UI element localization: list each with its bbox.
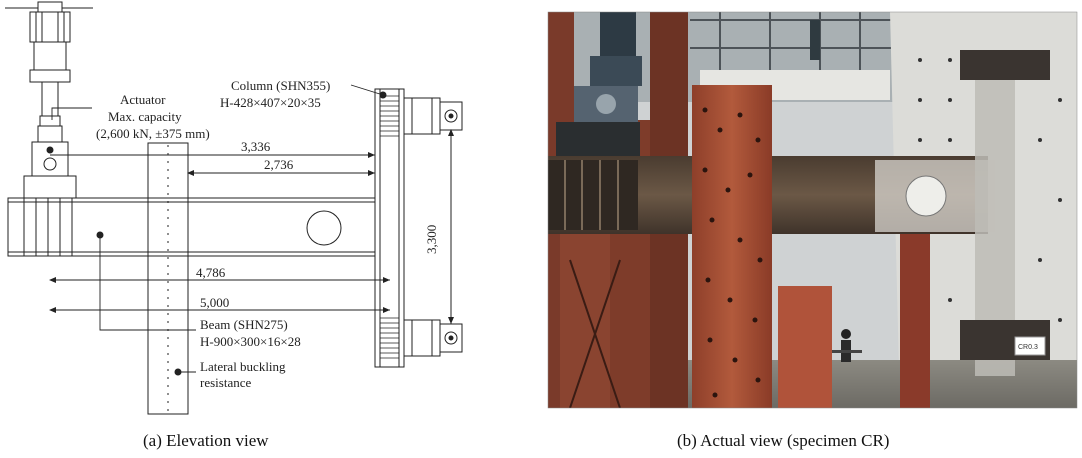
leader-lines (51, 84, 384, 373)
specimen-tag: CR0.3 (1018, 344, 1038, 351)
beam-label: Beam (SHN275) (200, 317, 288, 332)
actuator-capacity-value: (2,600 kN, ±375 mm) (96, 126, 210, 141)
dim-3300: 3,300 (424, 225, 439, 254)
dim-4786: 4,786 (196, 265, 226, 280)
photo-front-column (692, 85, 772, 408)
lateral-label-line2: resistance (200, 375, 251, 390)
photo-panel: CR0.3 (b) Actual view (specimen CR) (547, 11, 1078, 450)
elevation-labels: Actuator Max. capacity (2,600 kN, ±375 m… (96, 78, 439, 450)
dim-5000: 5,000 (200, 295, 229, 310)
dimension-lines (49, 129, 454, 324)
actuator-capacity-label: Max. capacity (108, 109, 182, 124)
elevation-view (5, 1, 463, 415)
photo-caption: (b) Actual view (specimen CR) (677, 431, 889, 450)
actuator-label: Actuator (120, 92, 166, 107)
dim-2736: 2,736 (264, 157, 294, 172)
beam-section: H-900×300×16×28 (200, 334, 301, 349)
lateral-support (147, 142, 189, 415)
column-label: Column (SHN355) (231, 78, 330, 93)
photo-actuator (556, 12, 642, 158)
lateral-label-line1: Lateral buckling (200, 359, 286, 374)
actuator (5, 1, 93, 199)
dim-3336: 3,336 (241, 139, 271, 154)
column (374, 88, 463, 368)
column-section: H-428×407×20×35 (220, 95, 321, 110)
beam (7, 197, 403, 257)
elevation-caption: (a) Elevation view (143, 431, 269, 450)
